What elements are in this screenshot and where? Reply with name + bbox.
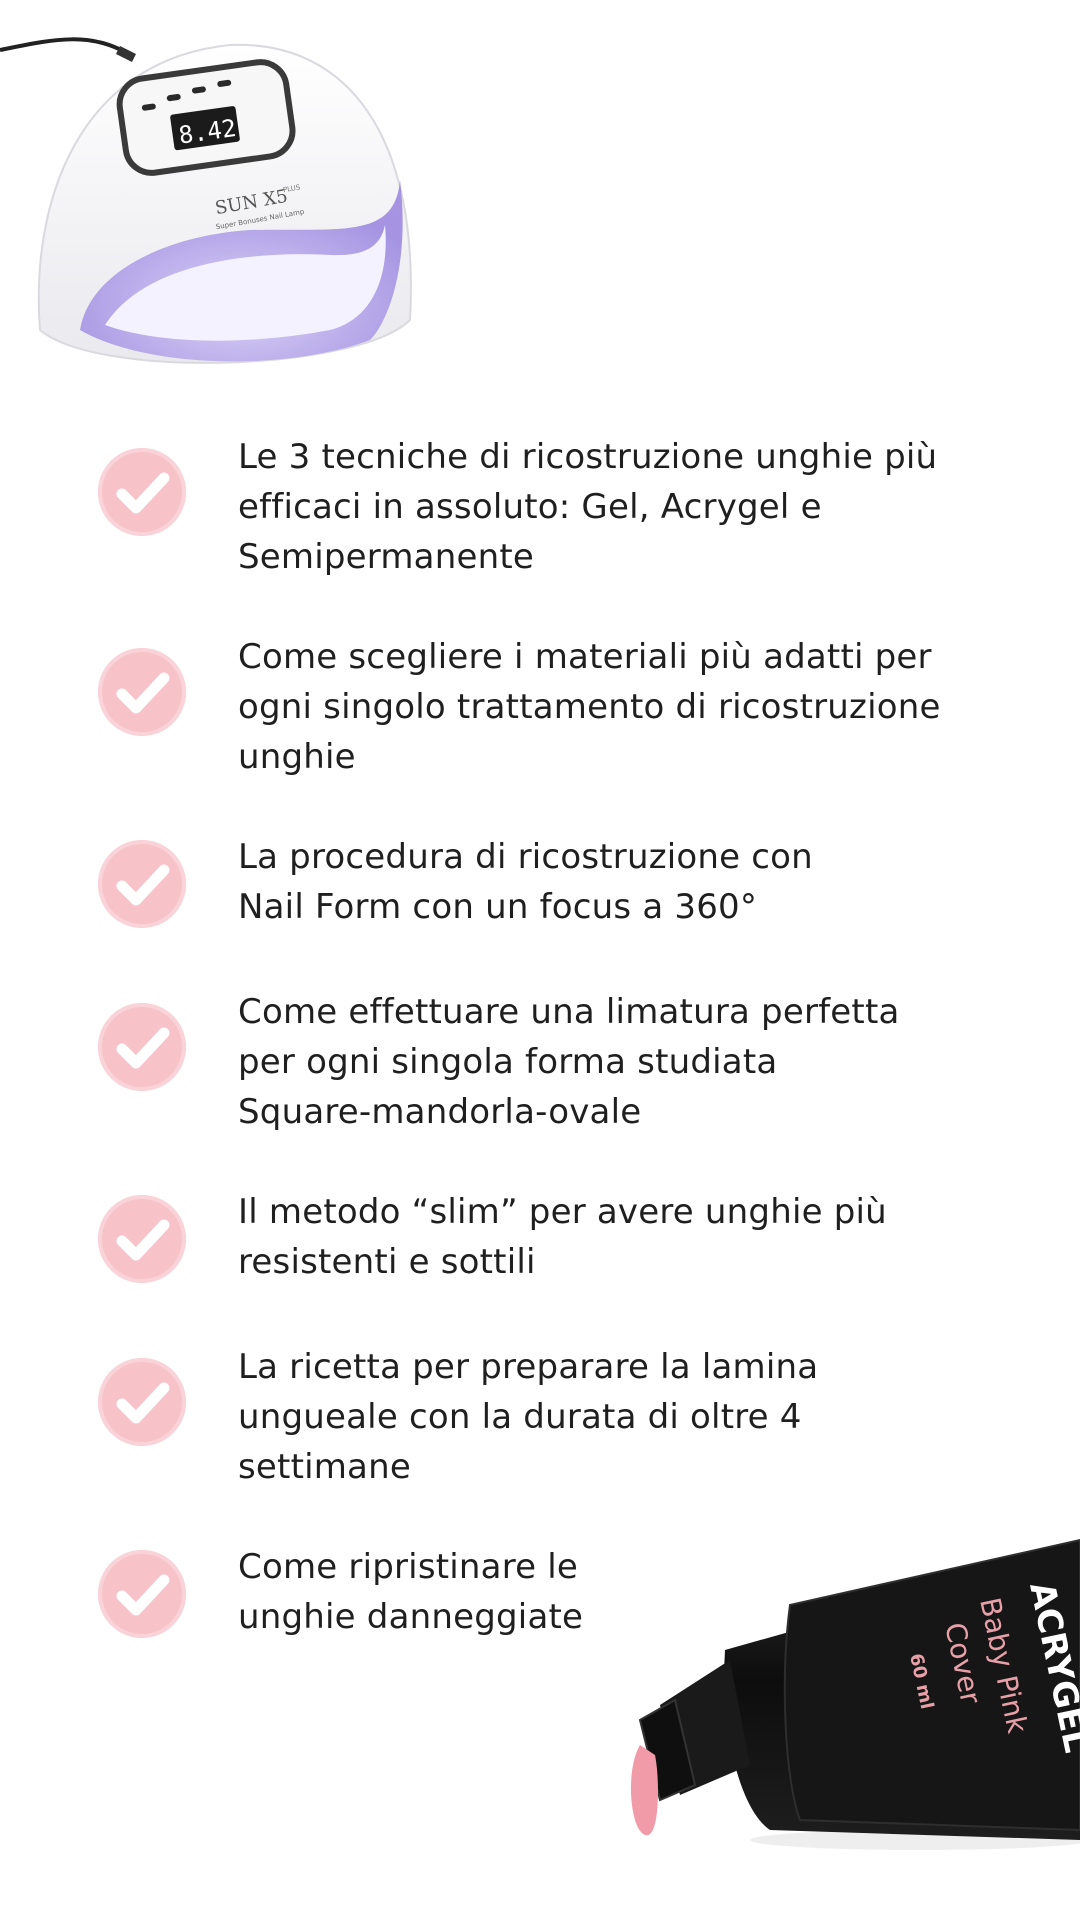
benefit-text-line: La ricetta per preparare la lamina [238,1347,819,1387]
benefit-text-line: unghie danneggiate [238,1597,584,1637]
check-icon [98,648,186,736]
benefit-text: Le 3 tecniche di ricostruzione unghie pi… [238,432,998,582]
benefit-text-line: efficaci in assoluto: Gel, Acrygel e [238,487,822,527]
check-icon [98,840,186,928]
benefit-text-line: Nail Form con un focus a 360° [238,887,758,927]
benefit-text-line: Semipermanente [238,537,534,577]
benefit-text: Come effettuare una limatura perfetta per… [238,987,998,1137]
benefit-text-line: Le 3 tecniche di ricostruzione unghie pi… [238,437,938,477]
benefit-text-line: Il metodo “slim” per avere unghie più [238,1192,887,1232]
benefit-text: La ricetta per preparare la lamina unguea… [238,1342,998,1492]
lamp-brand-badge: PLUS [282,183,301,194]
benefit-text: Come ripristinare le unghie danneggiate [238,1542,998,1642]
check-icon [98,448,186,536]
check-icon [98,1550,186,1638]
benefit-text-line: ogni singolo trattamento di ricostruzion… [238,687,941,727]
benefit-text-line: ungueale con la durata di oltre 4 [238,1397,802,1437]
check-icon [98,1195,186,1283]
check-icon [98,1003,186,1091]
benefit-text-line: Square-mandorla-ovale [238,1092,642,1132]
benefit-text-line: Come ripristinare le [238,1547,579,1587]
check-icon [98,1358,186,1446]
benefit-text: Il metodo “slim” per avere unghie più res… [238,1187,998,1287]
benefit-text-line: La procedura di ricostruzione con [238,837,813,877]
benefit-text-line: resistenti e sottili [238,1242,536,1282]
benefit-text: Come scegliere i materiali più adatti pe… [238,632,998,782]
benefit-text-line: Come scegliere i materiali più adatti pe… [238,637,932,677]
uv-lamp-image: 8.42 SUN X5 PLUS Super Bonuses Nail Lamp [0,37,412,364]
acrygel-tube-image: ACRYGEL Baby Pink Cover 60 ml [630,1538,1080,1850]
benefit-text-line: per ogni singola forma studiata [238,1042,778,1082]
benefit-text-line: unghie [238,737,356,777]
benefit-text-line: settimane [238,1447,411,1487]
benefit-text-line: Come effettuare una limatura perfetta [238,992,900,1032]
